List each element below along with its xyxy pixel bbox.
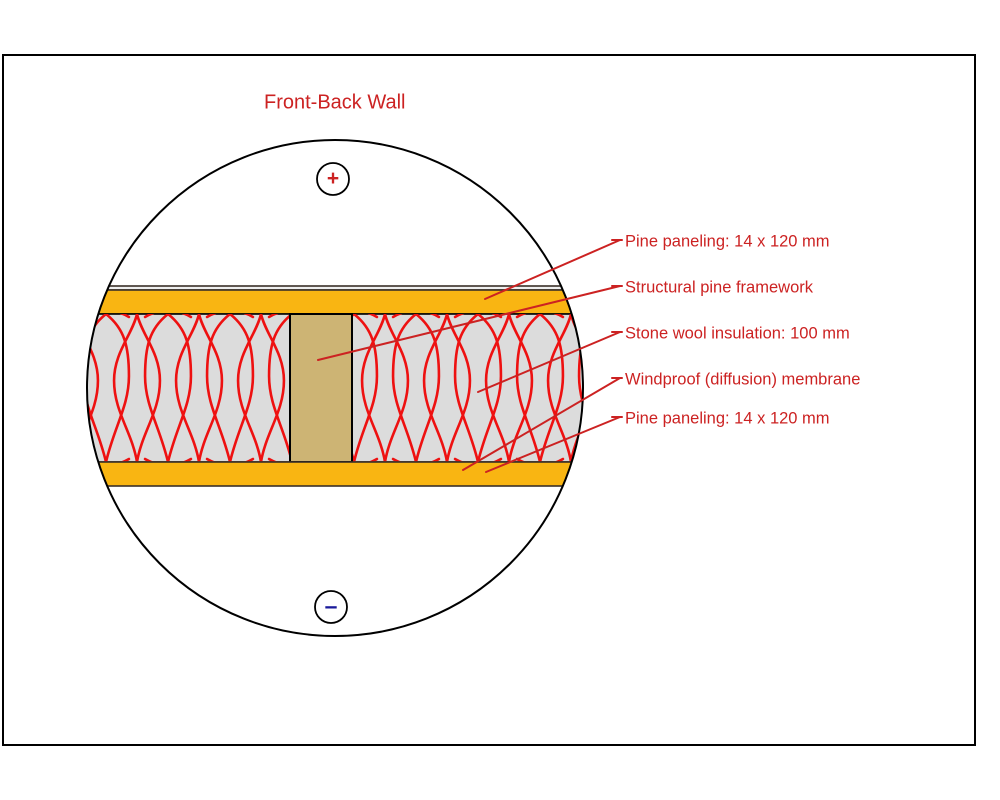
assembly-circle-outline (86, 139, 584, 637)
callout-pine-paneling-outer-text: Pine paneling: 14 x 120 mm (625, 232, 830, 250)
callout-labels: Pine paneling: 14 x 120 mm Structural pin… (317, 232, 860, 473)
callout-structural-framework-text: Structural pine framework (625, 278, 814, 296)
callout-pine-paneling-inner: Pine paneling: 14 x 120 mm (485, 409, 830, 473)
wall-assembly (86, 139, 584, 637)
callout-windproof-membrane: Windproof (diffusion) membrane (462, 370, 860, 471)
structural-pine-post (289, 313, 353, 463)
plus-marker-glyph: + (327, 167, 339, 190)
callout-pine-paneling-outer: Pine paneling: 14 x 120 mm (484, 232, 830, 300)
callout-structural-framework: Structural pine framework (317, 278, 814, 361)
callout-stone-wool: Stone wool insulation: 100 mm (477, 324, 850, 393)
minus-marker: – (314, 590, 348, 624)
minus-marker-glyph: – (325, 593, 338, 619)
callout-windproof-membrane-text: Windproof (diffusion) membrane (625, 370, 860, 388)
slide-border (2, 54, 976, 746)
callout-pine-paneling-inner-text: Pine paneling: 14 x 120 mm (625, 409, 830, 427)
plus-marker: + (316, 162, 350, 196)
page-title: Front-Back Wall (264, 91, 406, 113)
callout-stone-wool-text: Stone wool insulation: 100 mm (625, 324, 850, 342)
inner-pine-paneling (87, 461, 583, 487)
polarity-markers: +– (314, 162, 350, 624)
